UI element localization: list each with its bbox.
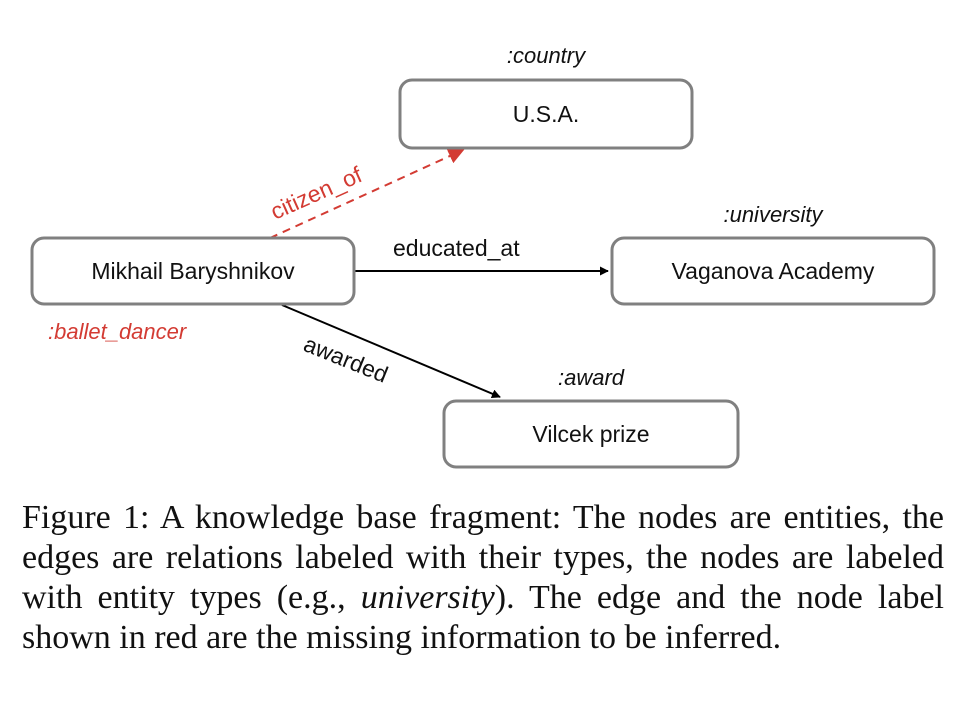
node-vaganova-label: Vaganova Academy bbox=[672, 258, 875, 284]
node-usa: U.S.A. bbox=[398, 78, 694, 150]
edge-label-citizen-of: citizen_of bbox=[266, 161, 366, 225]
edge-label-awarded: awarded bbox=[300, 331, 392, 388]
node-mikhail-type: :ballet_dancer bbox=[48, 319, 188, 344]
node-vilcek-prize: Vilcek prize bbox=[442, 399, 740, 469]
node-mikhail-baryshnikov: Mikhail Baryshnikov bbox=[30, 236, 356, 306]
caption-text-part2: ). The edge and the node label shown in … bbox=[22, 579, 944, 656]
node-usa-label: U.S.A. bbox=[513, 101, 579, 127]
node-vilcek-type: :award bbox=[558, 365, 625, 390]
node-vaganova-type: :university bbox=[723, 202, 824, 227]
edge-awarded bbox=[281, 304, 501, 398]
node-vaganova-academy: Vaganova Academy bbox=[610, 236, 936, 306]
caption-emphasis: university bbox=[360, 579, 495, 616]
node-mikhail-label: Mikhail Baryshnikov bbox=[91, 258, 295, 284]
node-vilcek-label: Vilcek prize bbox=[532, 421, 649, 447]
node-usa-type: :country bbox=[507, 43, 587, 68]
figure-caption: Figure 1: A knowledge base fragment: The… bbox=[22, 498, 944, 658]
caption-text-part1: Figure 1: A knowledge base fragment: The… bbox=[22, 499, 944, 616]
edge-label-educated-at: educated_at bbox=[393, 235, 520, 261]
knowledge-graph-diagram: citizen_of educated_at awarded U.S.A. :c… bbox=[30, 43, 936, 469]
edge-citizen-of bbox=[269, 148, 465, 239]
